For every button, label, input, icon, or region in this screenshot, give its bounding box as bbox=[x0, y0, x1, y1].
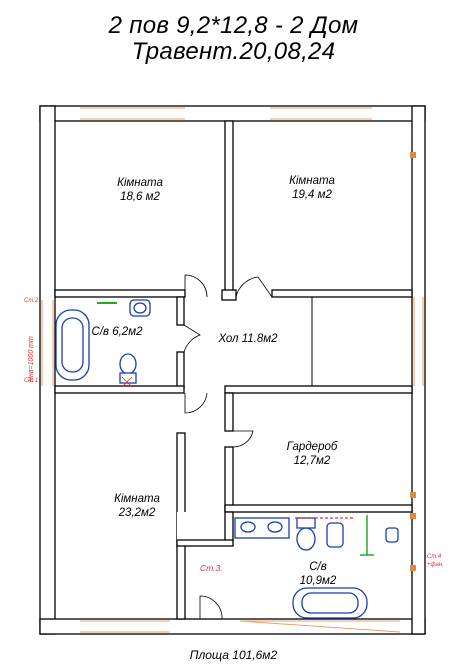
wall-wardrobe-bottom bbox=[224, 504, 413, 513]
wall-right bbox=[411, 105, 426, 635]
room2-area: 19,4 м2 bbox=[292, 189, 332, 201]
wardrobe-area: 12,7м2 bbox=[294, 455, 331, 467]
room1-name: Кімната bbox=[117, 177, 163, 189]
toilet-small bbox=[119, 353, 137, 375]
window-tag-st2: Ст.2 bbox=[24, 298, 39, 304]
toilet-big bbox=[296, 527, 316, 551]
hall-label: Хол 11.8м2 bbox=[217, 333, 278, 345]
room3-area: 23,2м2 bbox=[118, 507, 156, 519]
window-tag-st3: Ст.3. bbox=[200, 563, 223, 573]
wall-bath-right-top bbox=[176, 296, 185, 326]
wall-between-rooms bbox=[224, 120, 234, 298]
sill-height-label: Ннв=1000 mm bbox=[28, 336, 35, 382]
window-tag-st4: Ст.4 bbox=[427, 554, 442, 560]
wall-bath-right-bottom bbox=[176, 351, 185, 389]
room3-name: Кімната bbox=[114, 493, 160, 505]
wall-bath-bottom bbox=[54, 385, 185, 394]
shower-valve bbox=[385, 527, 399, 543]
wall-bath-big-ledge bbox=[176, 539, 234, 547]
plan-title: 2 пов 9,2*12,8 - 2 Дом bbox=[108, 12, 359, 39]
wall-room1-bottom bbox=[54, 289, 186, 298]
door-room1 bbox=[184, 274, 208, 298]
wall-wardrobe-top bbox=[224, 385, 413, 394]
room1-area: 18,6 м2 bbox=[120, 191, 160, 203]
total-area: Площа 101,6м2 bbox=[189, 648, 278, 662]
wall-room2-bottom bbox=[271, 289, 413, 298]
door-room2 bbox=[235, 276, 273, 298]
wall-wardrobe-left-bottom bbox=[224, 446, 234, 513]
door-bath-big bbox=[199, 595, 223, 620]
wall-wardrobe-left-top bbox=[224, 392, 234, 432]
wall-pillar bbox=[221, 289, 237, 301]
door-bath-small bbox=[183, 324, 201, 353]
door-room3 bbox=[184, 392, 208, 414]
bath-big-name: С/в bbox=[309, 561, 327, 573]
bidet bbox=[326, 522, 344, 548]
bath-big-area: 10,9м2 bbox=[300, 575, 337, 587]
wardrobe-name: Гардероб bbox=[287, 441, 338, 453]
window-tag-st4-note: +фан. bbox=[427, 562, 444, 568]
wall-bath-big-left bbox=[224, 511, 234, 543]
plan-subtitle: Травент.20,08,24 bbox=[131, 38, 336, 65]
bath-small-label: С/в 6,2м2 bbox=[92, 326, 144, 338]
door-wardrobe bbox=[232, 430, 254, 448]
window-tag-st1: Ст.1 bbox=[24, 378, 38, 384]
room2-name: Кімната bbox=[289, 175, 335, 187]
